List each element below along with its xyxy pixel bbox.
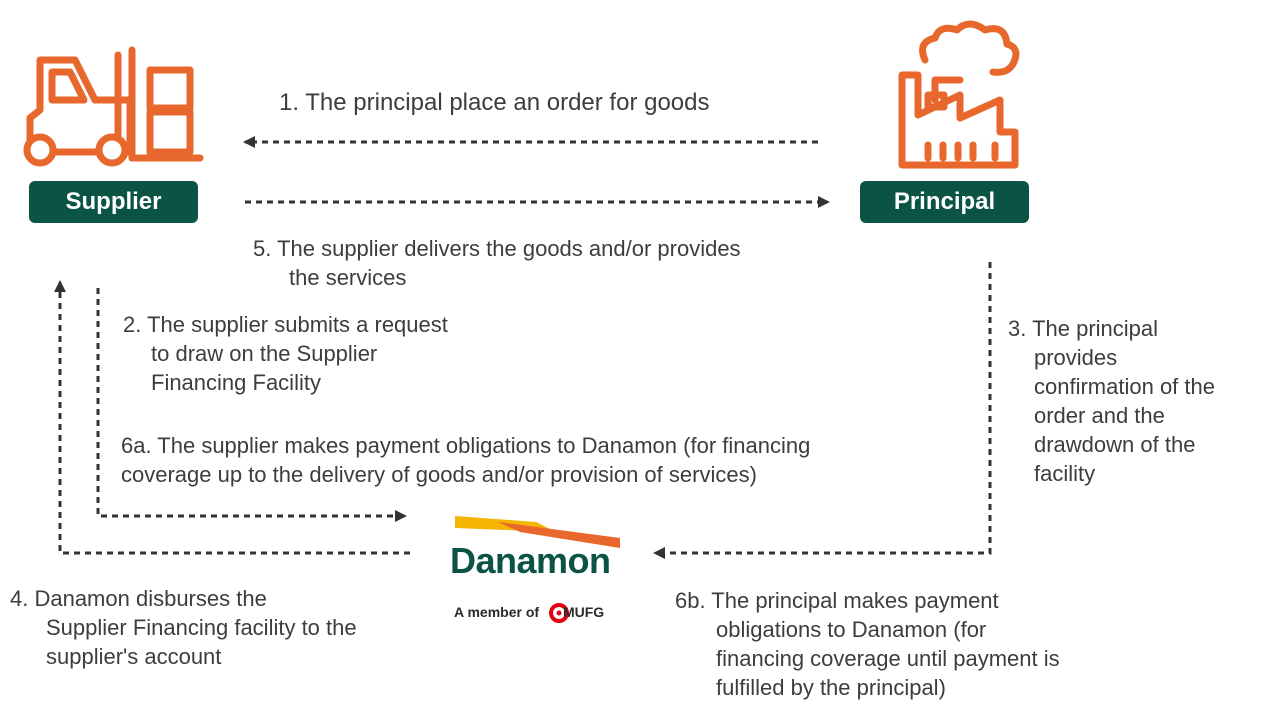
step-2-line-2: to draw on the Supplier [151,341,378,366]
step-3-line-2: provides [1034,345,1118,370]
step-3-line-5: drawdown of the [1034,432,1196,457]
danamon-tagline: A member of MUFG [454,604,604,620]
step-5-line-1: 5. The supplier delivers the goods and/o… [253,236,741,261]
danamon-logo-mark [455,516,620,548]
step-2-text: 2. The supplier submits a request to dra… [123,310,448,397]
arrow-2-request [96,288,407,522]
step-3-line-4: order and the [1034,403,1165,428]
tagline-prefix: A member of [454,604,540,620]
step-3-line-1: 3. The principal [1008,316,1159,341]
arrow-3-confirm [653,262,992,559]
step-3-line-6: facility [1034,461,1096,486]
step-3-text: 3. The principal provides confirmation o… [1008,314,1215,488]
step-4-line-2: Supplier Financing facility to the [46,615,357,640]
step-6b-line-2: obligations to Danamon (for [716,617,987,642]
step-5-line-2: the services [289,265,407,290]
danamon-wordmark: Danamon [450,540,611,581]
step-5-text: 5. The supplier delivers the goods and/o… [253,234,741,292]
step-6b-text: 6b. The principal makes payment obligati… [675,586,1060,702]
step-6a-line-2: coverage up to the delivery of goods and… [121,462,757,487]
step-6b-line-4: fulfilled by the principal) [716,675,946,700]
step-6a-line-1: 6a. The supplier makes payment obligatio… [121,433,811,458]
step-6b-line-3: financing coverage until payment is [716,646,1060,671]
arrow-4-disburse [54,280,410,555]
step-1-text: 1. The principal place an order for good… [279,89,710,116]
step-3-line-3: confirmation of the [1034,374,1215,399]
step-4-line-1: 4. Danamon disburses the [10,586,267,611]
step-2-line-1: 2. The supplier submits a request [123,312,448,337]
forklift-icon [23,46,204,167]
step-4-text: 4. Danamon disburses the Supplier Financ… [10,584,357,671]
step-4-line-3: supplier's account [46,644,222,669]
supplier-label: Supplier [29,181,198,223]
mufg-logo-icon [549,603,569,623]
step-6b-line-1: 6b. The principal makes payment [675,588,999,613]
step-6a-text: 6a. The supplier makes payment obligatio… [121,431,810,489]
tagline-mufg: MUFG [562,604,605,620]
principal-label: Principal [860,181,1029,223]
factory-icon [898,20,1020,169]
step-2-line-3: Financing Facility [151,370,321,395]
